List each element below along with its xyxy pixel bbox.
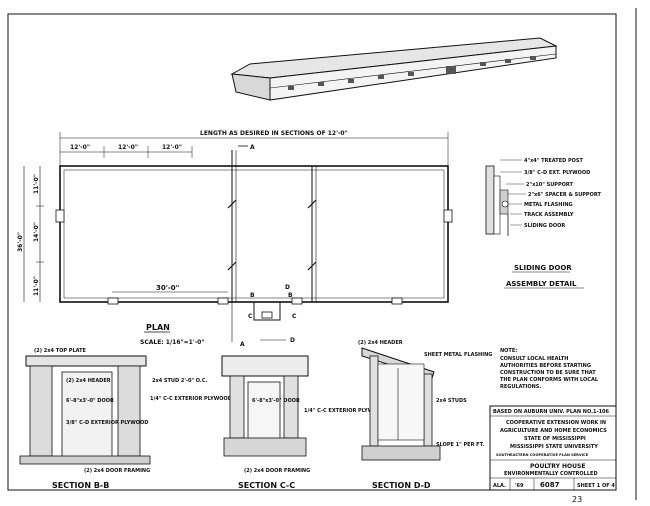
- bb-plywood2-label: 1/4" C-C EXTERIOR PLYWOOD: [150, 396, 232, 402]
- plan-scale: SCALE: 1/16"=1'-0": [140, 339, 204, 346]
- bay-dim-3: 12'-0": [162, 144, 182, 151]
- floor-plan: LENGTH AS DESIRED IN SECTIONS OF 12'-0" …: [17, 130, 453, 348]
- sliding-door-detail: 4"x4" TREATED POST 3/8" C-D EXT. PLYWOOD…: [485, 158, 601, 289]
- section-bb-title: SECTION B-B: [52, 481, 109, 490]
- note-heading: NOTE:: [500, 348, 517, 354]
- note-line-2: AUTHORITIES BEFORE STARTING: [500, 363, 591, 369]
- marker-a-bottom: A: [240, 341, 245, 348]
- cc-door-label: 6'-8"x3'-0" DOOR: [252, 398, 300, 404]
- marker-c-right: C: [292, 313, 297, 320]
- page-number: 23: [572, 495, 582, 504]
- based-on-label: BASED ON AUBURN UNIV. PLAN NO.1-106: [493, 409, 610, 415]
- section-dd-title: SECTION D-D: [372, 481, 431, 490]
- note-line-3: CONSTRUCTION TO BE SURE THAT: [500, 370, 596, 376]
- building-perspective: [230, 37, 558, 101]
- dd-studs-label: 2x4 STUDS: [436, 398, 467, 404]
- plan-year: '69: [515, 483, 524, 489]
- state-abbr: ALA.: [493, 483, 506, 489]
- detail-flashing-label: METAL FLASHING: [524, 202, 573, 208]
- cc-framing-label: (2) 2x4 DOOR FRAMING: [244, 468, 310, 474]
- section-c-c: 6'-8"x3'-0" DOOR 1/4" C-C EXTERIOR PLYWO…: [221, 355, 386, 490]
- bb-plywood-label: 3/8" C-D EXTERIOR PLYWOOD: [66, 420, 148, 426]
- cc-plywood-label: 1/4" C-C EXTERIOR PLYWOOD: [304, 408, 386, 414]
- dd-flashing-label: SHEET METAL FLASHING: [424, 352, 492, 358]
- note-line-1: CONSULT LOCAL HEALTH: [500, 356, 568, 362]
- bay-dim-2: 12'-0": [118, 144, 138, 151]
- marker-c-left: C: [248, 313, 253, 320]
- marker-b-left: B: [250, 292, 255, 299]
- detail-track-label: TRACK ASSEMBLY: [524, 212, 574, 218]
- state-label: STATE OF MISSISSIPPI: [524, 436, 586, 442]
- detail-title-line1: SLIDING DOOR: [514, 264, 572, 272]
- marker-d-bottom: D: [290, 337, 295, 344]
- note-line-4: THE PLAN CONFORMS WITH LOCAL: [500, 377, 599, 383]
- marker-b-right: B: [288, 292, 293, 299]
- plan-title: PLAN: [146, 323, 170, 332]
- plan-number: 6087: [540, 481, 560, 489]
- bb-door-label: 6'-8"x3'-0" DOOR: [66, 398, 114, 404]
- width-part-1: 11'-0": [33, 174, 40, 194]
- plan-outline: [59, 165, 449, 303]
- sheet-border: [7, 13, 617, 491]
- note-block: NOTE: CONSULT LOCAL HEALTH AUTHORITIES B…: [500, 348, 599, 390]
- university-label: MISSISSIPPI STATE UNIVERSITY: [510, 444, 598, 450]
- detail-plywood-label: 3/8" C-D EXT. PLYWOOD: [524, 170, 590, 176]
- detail-post-label: 4"x4" TREATED POST: [524, 158, 584, 164]
- width-dimension: 36'-0": [17, 232, 24, 252]
- note-line-5: REGULATIONS.: [500, 384, 541, 390]
- section-d-d: (2) 2x4 HEADER SHEET METAL FLASHING 2x4 …: [358, 340, 492, 490]
- width-part-2: 14'-0": [33, 222, 40, 242]
- bb-framing-label: (2) 2x4 DOOR FRAMING: [84, 468, 150, 474]
- plan-name-line1: POULTRY HOUSE: [530, 463, 585, 470]
- bb-header-label: (2) 2x4 HEADER: [66, 378, 111, 384]
- detail-door-label: SLIDING DOOR: [524, 223, 565, 229]
- marker-a-top: A: [250, 144, 255, 151]
- plan-service-label: SOUTHEASTERN COOPERATIVE PLAN SERVICE: [496, 453, 589, 457]
- bb-stud-label: 2x4 STUD 2'-0" O.C.: [152, 378, 208, 384]
- length-dimension: LENGTH AS DESIRED IN SECTIONS OF 12'-0": [200, 130, 348, 137]
- door-spacing-dim: 30'-0": [156, 284, 179, 292]
- coop-line-2: AGRICULTURE AND HOME ECONOMICS: [500, 428, 607, 434]
- coop-line-1: COOPERATIVE EXTENSION WORK IN: [506, 420, 606, 426]
- dd-slope-label: SLOPE 1" PER FT.: [436, 442, 484, 448]
- detail-spacer-label: 2"x6" SPACER & SUPPORT: [528, 192, 601, 198]
- detail-support-label: 2"x10" SUPPORT: [526, 182, 573, 188]
- title-block: BASED ON AUBURN UNIV. PLAN NO.1-106 COOP…: [489, 405, 617, 491]
- section-b-b: (2) 2x4 TOP PLATE (2) 2x4 HEADER 6'-8"x3…: [19, 348, 232, 490]
- sheet-number: SHEET 1 OF 4: [577, 483, 615, 489]
- marker-d-top: D: [285, 284, 290, 291]
- section-cc-title: SECTION C-C: [238, 481, 295, 490]
- dd-header-label: (2) 2x4 HEADER: [358, 340, 403, 346]
- detail-title-line2: ASSEMBLY DETAIL: [506, 280, 577, 288]
- bay-dim-1: 12'-0": [70, 144, 90, 151]
- bb-top-plate-label: (2) 2x4 TOP PLATE: [34, 348, 87, 354]
- plan-name-line2: ENVIRONMENTALLY CONTROLLED: [504, 471, 598, 477]
- width-part-3: 11'-0": [33, 276, 40, 296]
